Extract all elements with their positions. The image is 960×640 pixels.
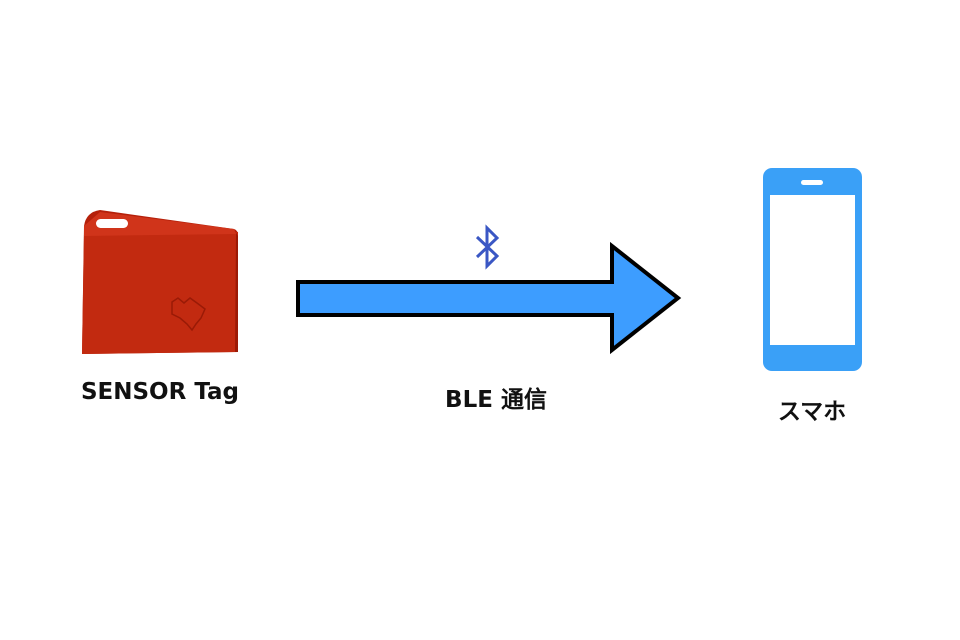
smartphone-label: スマホ (777, 399, 847, 425)
sensortag-label: SENSOR Tag (80, 379, 240, 405)
smartphone-icon (763, 168, 862, 371)
phone-speaker (801, 180, 823, 185)
bluetooth-icon (475, 224, 500, 270)
sensortag-slot (96, 219, 128, 228)
sensortag-device-icon (82, 210, 238, 354)
phone-screen (770, 195, 855, 345)
ble-communication-label: BLE 通信 (445, 387, 547, 413)
logo-emblem (171, 297, 206, 332)
ble-arrow (296, 241, 682, 355)
